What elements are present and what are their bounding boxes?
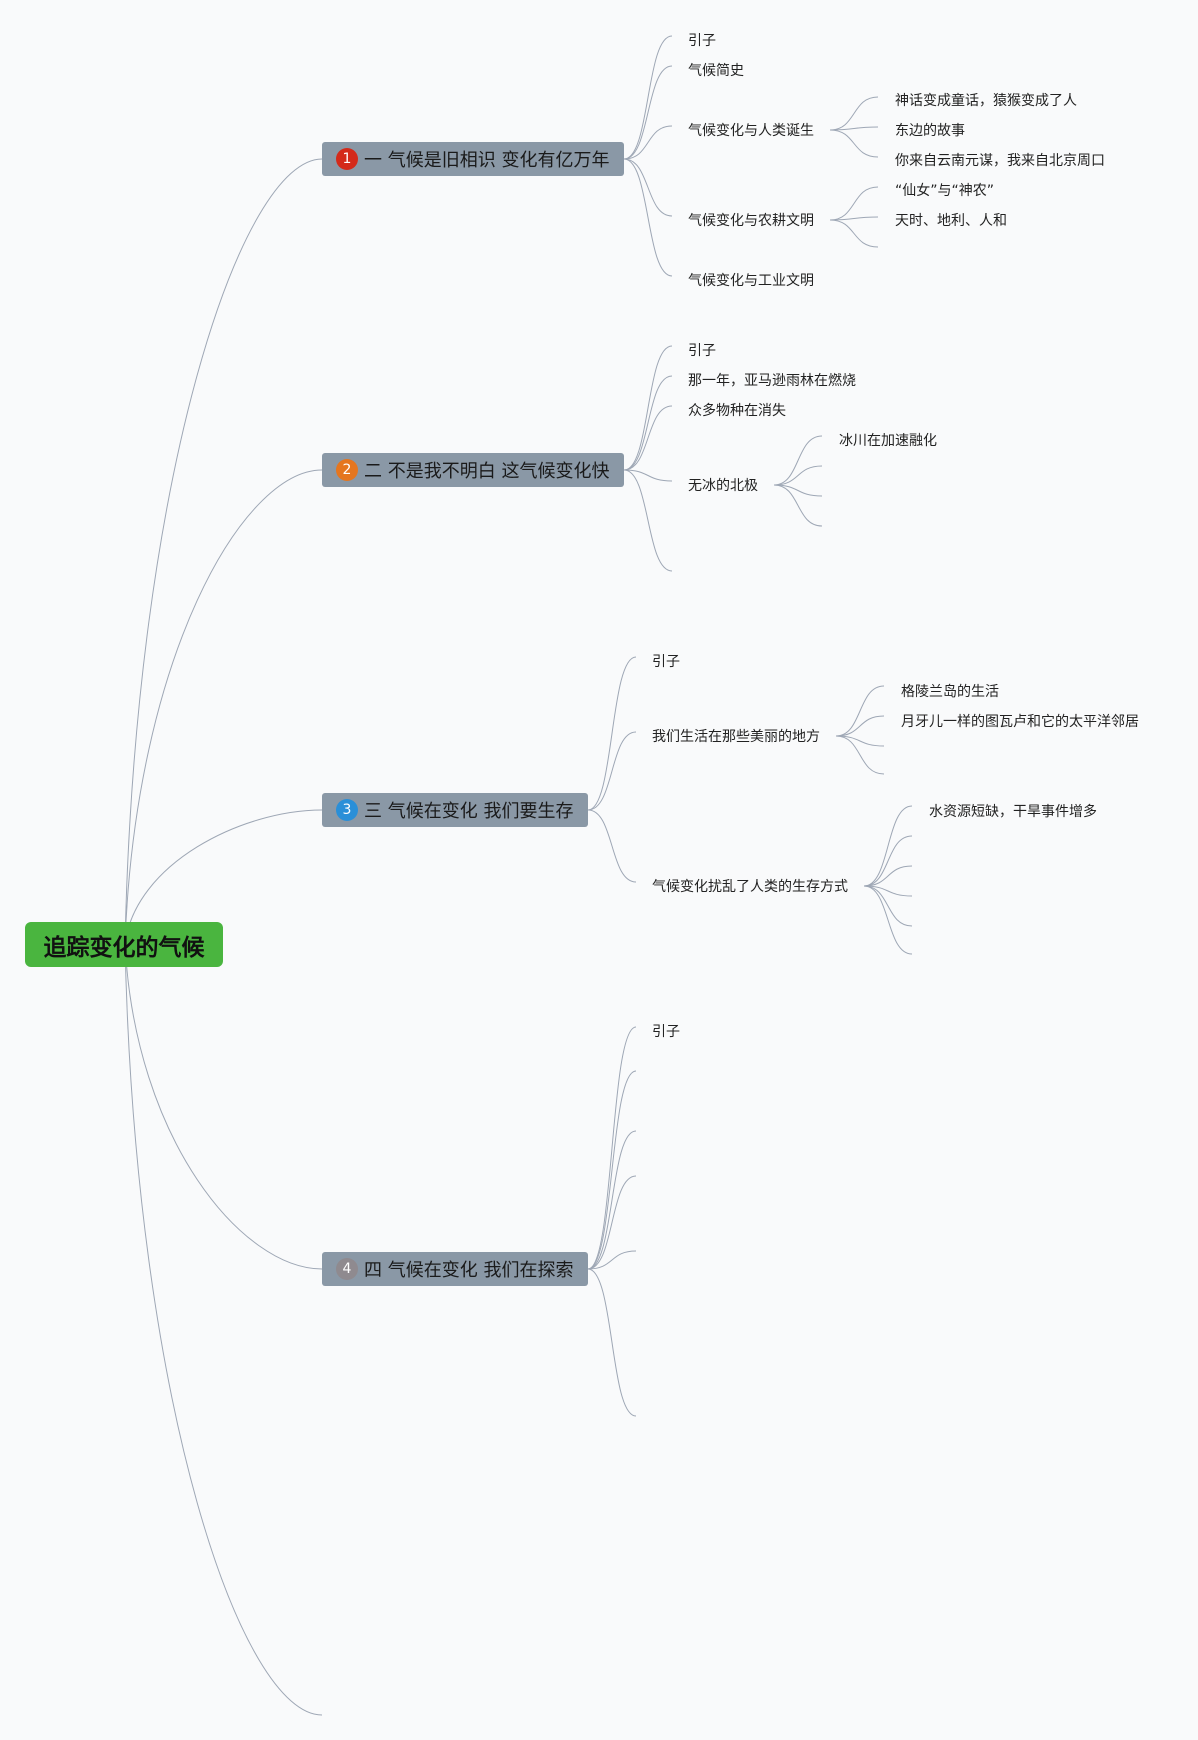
topic-4-item-intro[interactable]: 引子 — [652, 1024, 680, 1040]
root-to-topic-3-line — [124, 809, 323, 945]
topic-1-node[interactable]: 1 一 气候是旧相识 变化有亿万年 — [322, 142, 624, 176]
topic-2-item-species[interactable]: 众多物种在消失 — [688, 403, 786, 419]
topic-3-branch-line — [587, 656, 637, 811]
topic-4-branch-line — [587, 1070, 637, 1270]
topic-3-item-intro[interactable]: 引子 — [652, 654, 680, 670]
topic-1-sub-branch-line — [829, 129, 879, 158]
topic-2-number-badge: 2 — [336, 459, 358, 481]
root-to-topic-2-line — [124, 469, 323, 945]
topic-1-branch-line — [623, 158, 673, 217]
topic-2-branch-line — [623, 469, 673, 572]
topic-2-item-intro[interactable]: 引子 — [688, 343, 716, 359]
topic-3-node[interactable]: 3 三 气候在变化 我们要生存 — [322, 793, 588, 827]
topic-3-sub-branch-line — [863, 835, 913, 887]
topic-1-subitem-timing[interactable]: 天时、地利、人和 — [895, 213, 1007, 229]
topic-2-item-arctic[interactable]: 无冰的北极 — [688, 478, 758, 494]
topic-1-sub-branch-line — [829, 216, 879, 221]
topic-2-branch-line — [623, 375, 673, 471]
root-node[interactable]: 追踪变化的气候 — [25, 922, 223, 967]
topic-1-item-human-birth[interactable]: 气候变化与人类诞生 — [688, 123, 814, 139]
topic-1-sub-branch-line — [829, 219, 879, 248]
topic-4-branch-line — [587, 1175, 637, 1270]
topic-4-node[interactable]: 4 四 气候在变化 我们在探索 — [322, 1252, 588, 1286]
topic-3-sub-branch-line — [835, 715, 885, 737]
topic-1-branch-line — [623, 158, 673, 277]
topic-3-sub-branch-line — [863, 885, 913, 927]
topic-4-branch-line — [587, 1250, 637, 1270]
topic-2-branch-line — [623, 405, 673, 471]
topic-3-sub-branch-line — [835, 735, 885, 775]
topic-1-branch-line — [623, 125, 673, 160]
topic-2-item-amazon[interactable]: 那一年，亚马逊雨林在燃烧 — [688, 373, 856, 389]
topic-2-branch-line — [623, 345, 673, 471]
topic-4-label: 四 气候在变化 我们在探索 — [364, 1260, 574, 1281]
topic-3-branch-line — [587, 731, 637, 811]
topic-3-subitem-water[interactable]: 水资源短缺，干旱事件增多 — [929, 804, 1097, 820]
topic-3-branch-line — [587, 809, 637, 883]
topic-3-sub-branch-line — [835, 685, 885, 737]
topic-2-branch-line — [623, 469, 673, 482]
root-to-topic-4-line — [124, 943, 323, 1270]
topic-2-label: 二 不是我不明白 这气候变化快 — [364, 461, 610, 482]
topic-1-sub-branch-line — [829, 186, 879, 221]
topic-1-label: 一 气候是旧相识 变化有亿万年 — [364, 150, 610, 171]
topic-3-item-beautiful-places[interactable]: 我们生活在那些美丽的地方 — [652, 729, 820, 745]
topic-1-sub-branch-line — [829, 96, 879, 131]
topic-3-label: 三 气候在变化 我们要生存 — [364, 801, 574, 822]
topic-3-number-badge: 3 — [336, 799, 358, 821]
topic-1-item-history[interactable]: 气候简史 — [688, 63, 744, 79]
topic-1-branch-line — [623, 65, 673, 160]
topic-1-sub-branch-line — [829, 126, 879, 131]
topic-4-number-badge: 4 — [336, 1258, 358, 1280]
topic-3-item-disrupted[interactable]: 气候变化扰乱了人类的生存方式 — [652, 879, 848, 895]
topic-3-subitem-tuvalu[interactable]: 月牙儿一样的图瓦卢和它的太平洋邻居 — [901, 714, 1139, 730]
topic-1-subitem-east-story[interactable]: 东边的故事 — [895, 123, 965, 139]
topic-1-subitem-fairy[interactable]: “仙女”与“神农” — [895, 183, 995, 199]
root-to-unlabeled-line — [124, 943, 323, 1716]
topic-1-branch-line — [623, 35, 673, 160]
topic-1-number-badge: 1 — [336, 148, 358, 170]
topic-4-branch-line — [587, 1268, 637, 1417]
topic-1-item-industry[interactable]: 气候变化与工业文明 — [688, 273, 814, 289]
topic-3-subitem-greenland[interactable]: 格陵兰岛的生活 — [901, 684, 999, 700]
topic-2-sub-branch-line — [773, 435, 823, 486]
topic-1-subitem-myth[interactable]: 神话变成童话，猿猴变成了人 — [895, 93, 1077, 109]
topic-4-branch-line — [587, 1026, 637, 1270]
topic-3-sub-branch-line — [863, 885, 913, 955]
topic-2-sub-branch-line — [773, 484, 823, 527]
topic-2-node[interactable]: 2 二 不是我不明白 这气候变化快 — [322, 453, 624, 487]
topic-1-subitem-yuanmou[interactable]: 你来自云南元谋，我来自北京周口 — [895, 153, 1105, 169]
topic-2-sub-branch-line — [773, 465, 823, 486]
topic-1-item-farming[interactable]: 气候变化与农耕文明 — [688, 213, 814, 229]
topic-3-sub-branch-line — [863, 805, 913, 887]
topic-3-sub-branch-line — [863, 865, 913, 887]
topic-2-subitem-glacier[interactable]: 冰川在加速融化 — [839, 433, 937, 449]
topic-1-item-intro[interactable]: 引子 — [688, 33, 716, 49]
root-to-topic-1-line — [124, 158, 323, 945]
topic-2-sub-branch-line — [773, 484, 823, 497]
topic-4-branch-line — [587, 1130, 637, 1270]
